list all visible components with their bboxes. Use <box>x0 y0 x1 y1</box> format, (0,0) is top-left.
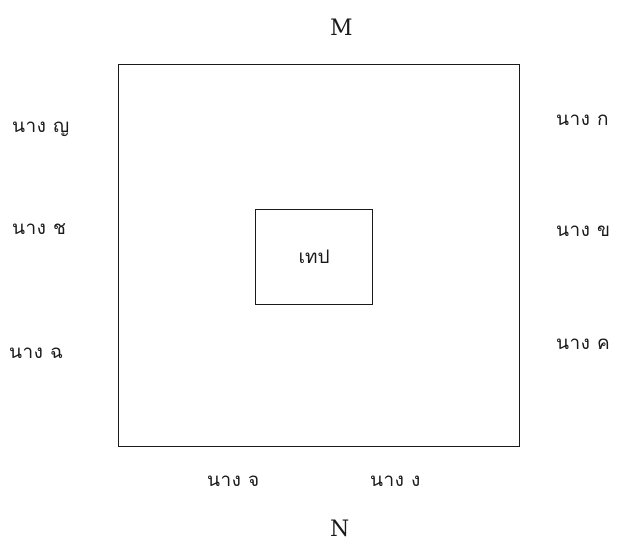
right-label-3: นาง ค <box>556 332 611 354</box>
right-label-1: นาง ก <box>556 108 609 130</box>
bottom-label-2: นาง ง <box>370 469 421 491</box>
bottom-label-n: N <box>330 517 350 542</box>
left-label-3: นาง ฉ <box>9 341 64 363</box>
inner-square: เทป <box>255 209 373 305</box>
outer-square <box>118 64 520 447</box>
left-label-2: นาง ช <box>12 217 67 239</box>
right-label-2: นาง ข <box>556 219 611 241</box>
top-label-m: M <box>330 16 353 41</box>
center-label: เทป <box>298 246 330 268</box>
left-label-1: นาง ญ <box>12 115 70 137</box>
bottom-label-1: นาง จ <box>207 469 260 491</box>
